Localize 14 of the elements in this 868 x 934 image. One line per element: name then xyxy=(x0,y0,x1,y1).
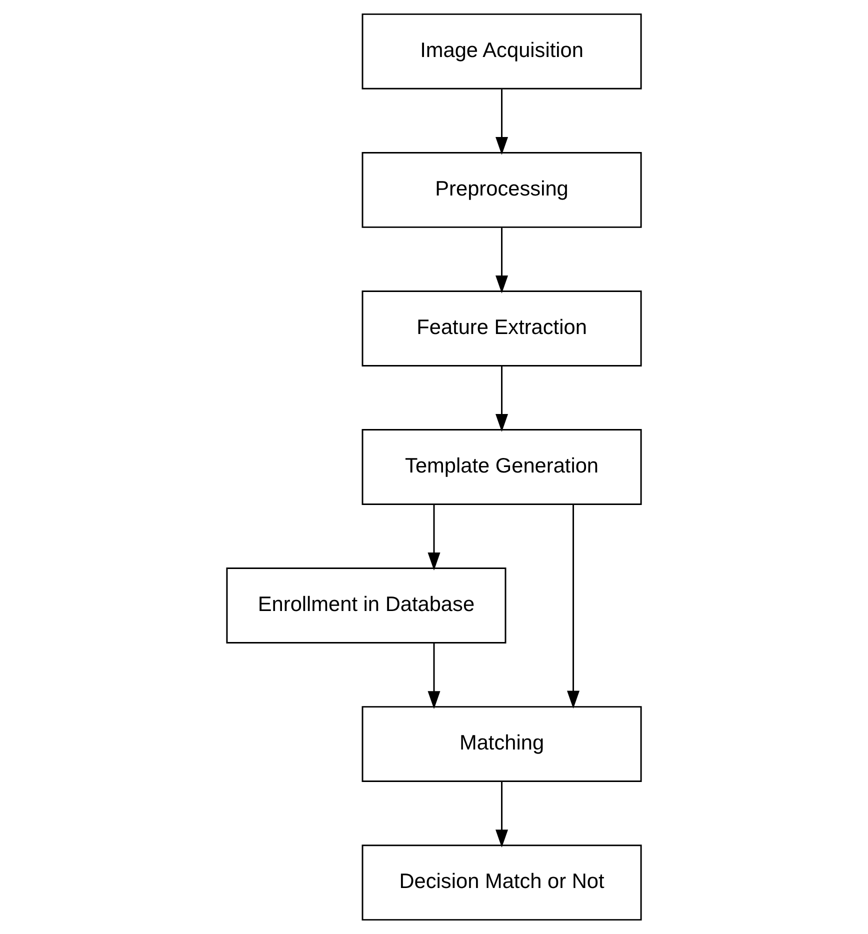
node-box: Preprocessing xyxy=(362,152,642,228)
node-box: Enrollment in Database xyxy=(226,568,506,644)
node-box: Feature Extraction xyxy=(362,290,642,366)
node-box: Image Acquisition xyxy=(362,13,642,90)
arrow xyxy=(496,228,508,294)
node-box: Matching xyxy=(362,706,642,782)
arrow xyxy=(428,504,440,570)
node-box: Template Generation xyxy=(362,429,642,505)
arrow xyxy=(496,89,508,155)
arrow xyxy=(496,366,508,432)
arrow xyxy=(567,504,580,709)
arrow xyxy=(428,643,440,709)
node-box: Decision Match or Not xyxy=(362,844,642,921)
arrow xyxy=(496,782,508,848)
